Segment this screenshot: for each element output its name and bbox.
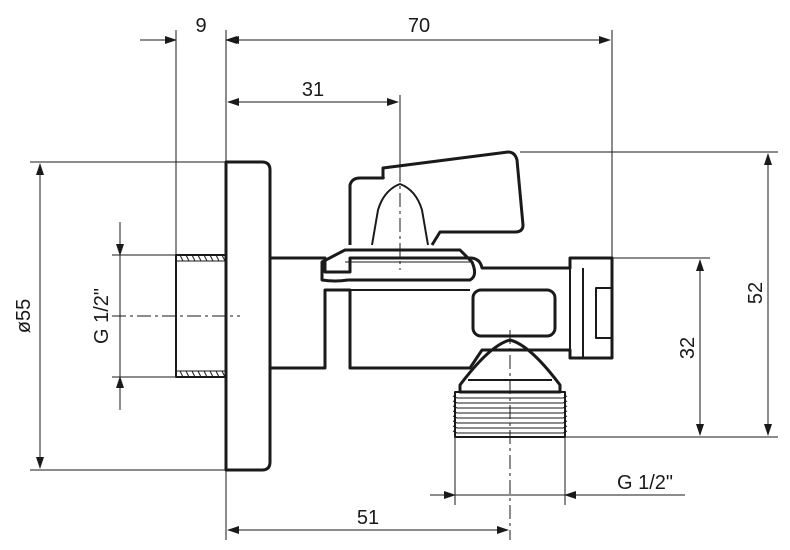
thread-tooth <box>203 254 208 262</box>
wall-flange <box>224 160 272 472</box>
dim-outlet-thread: G 1/2" <box>617 472 673 494</box>
thread-tooth <box>179 254 184 262</box>
outlet-spigot <box>452 338 568 438</box>
dim-overall-length: 70 <box>408 15 430 37</box>
thread-tooth <box>221 254 226 262</box>
thread-tooth <box>197 370 202 378</box>
thread-tooth <box>179 370 184 378</box>
thread-tooth <box>197 254 202 262</box>
dim-outlet-offset: 51 <box>357 507 379 529</box>
dim-flange-thickness: 9 <box>195 15 206 37</box>
thread-tooth <box>215 370 220 378</box>
valve-handle <box>348 150 525 246</box>
thread-tooth <box>185 370 190 378</box>
thread-tooth <box>203 370 208 378</box>
thread-tooth <box>209 370 214 378</box>
extension-lines <box>30 30 778 540</box>
thread-tooth <box>452 400 568 404</box>
dim-overall-height: 52 <box>745 282 767 304</box>
valve-body <box>268 248 614 370</box>
dim-inlet-thread: G 1/2" <box>91 288 113 344</box>
dim-outlet-height: 32 <box>677 337 699 359</box>
dimension-lines <box>36 36 772 534</box>
thread-tooth <box>452 425 568 429</box>
dim-flange-diameter: ø55 <box>13 299 35 333</box>
thread-tooth <box>215 254 220 262</box>
thread-tooth <box>452 420 568 424</box>
thread-tooth <box>185 254 190 262</box>
center-lines <box>112 168 511 540</box>
thread-tooth <box>209 254 214 262</box>
thread-tooth <box>452 395 568 399</box>
thread-tooth <box>221 370 226 378</box>
dim-handle-offset: 31 <box>302 79 324 101</box>
thread-tooth <box>191 254 196 262</box>
thread-tooth <box>191 370 196 378</box>
